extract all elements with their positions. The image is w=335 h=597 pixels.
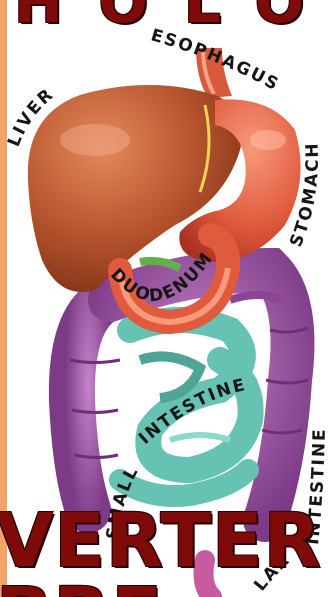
title-bottom: VERTER bbox=[0, 498, 322, 584]
title-top: HOLO bbox=[14, 0, 335, 36]
title-bottom-cutoff: BRE… bbox=[0, 578, 238, 597]
